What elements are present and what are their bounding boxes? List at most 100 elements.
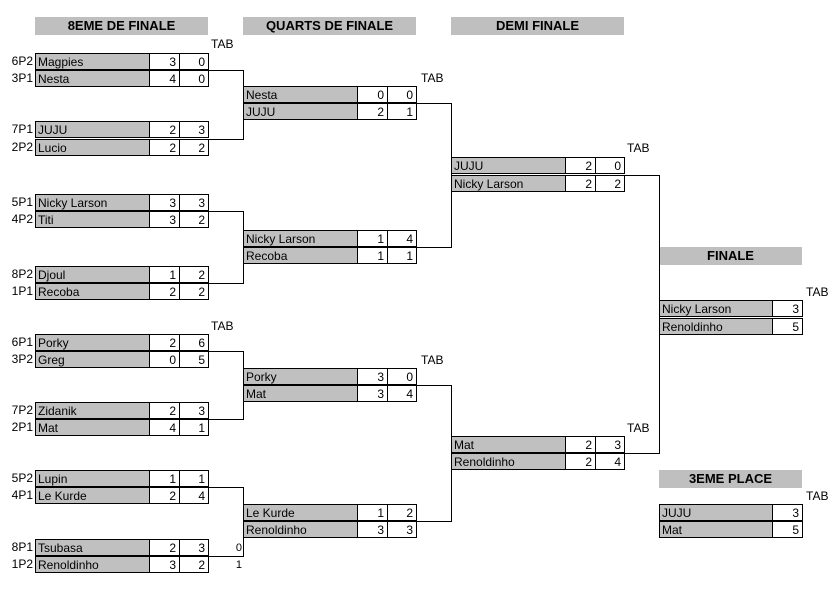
tab-score-cell: 2	[387, 504, 417, 521]
score-cell: 3	[149, 194, 180, 211]
score-cell: 2	[149, 487, 180, 504]
tab-score-cell: 0	[387, 368, 417, 385]
tab-label: TAB	[421, 71, 444, 85]
team-name: Titi	[35, 211, 150, 228]
tab-score-cell: 3	[179, 194, 209, 211]
team-name: JUJU	[451, 157, 566, 174]
score-cell: 1	[149, 266, 180, 283]
header-quarter-finals: QUARTS DE FINALE	[243, 17, 416, 35]
team-name: Recoba	[35, 283, 150, 300]
tab-score-cell: 3	[595, 436, 625, 453]
tab-score-cell: 2	[179, 556, 209, 573]
score-cell: 2	[149, 334, 180, 351]
tab-score-cell: 4	[387, 385, 417, 402]
seed-label: 1P1	[11, 284, 33, 298]
tab-label: TAB	[211, 319, 234, 333]
team-name: Le Kurde	[35, 487, 150, 504]
score-cell: 1	[357, 504, 388, 521]
tab-score-cell: 2	[595, 175, 625, 192]
team-name: Renoldinho	[451, 453, 566, 470]
tab-score-cell: 5	[179, 351, 209, 368]
tab-label: TAB	[211, 37, 234, 51]
header-third-place: 3EME PLACE	[659, 470, 802, 488]
team-name: Mat	[35, 419, 150, 436]
header-semi-finals: DEMI FINALE	[451, 17, 624, 35]
tab-score-cell: 1	[387, 103, 417, 120]
seed-label: 8P2	[11, 267, 33, 281]
tab-label: TAB	[806, 489, 829, 503]
seed-label: 4P2	[11, 212, 33, 226]
header-final: FINALE	[659, 247, 802, 265]
team-name: Porky	[35, 334, 150, 351]
tab-label: TAB	[806, 285, 829, 299]
score-cell: 3	[149, 211, 180, 228]
score-cell: 3	[149, 53, 180, 70]
tab-score-cell: 4	[179, 487, 209, 504]
score-cell: 3	[357, 368, 388, 385]
tab-score-cell: 4	[387, 230, 417, 247]
score-cell: 2	[149, 283, 180, 300]
seed-label: 6P1	[11, 335, 33, 349]
score-cell: 2	[149, 139, 180, 156]
tab-label: TAB	[627, 421, 650, 435]
team-name: Porky	[243, 368, 358, 385]
score-cell: 2	[357, 103, 388, 120]
tab-label: TAB	[627, 141, 650, 155]
seed-label: 2P2	[11, 140, 33, 154]
extra-tab-value: 0	[235, 542, 242, 554]
score-cell: 4	[149, 419, 180, 436]
tab-score-cell: 0	[179, 70, 209, 87]
team-name: JUJU	[659, 504, 773, 521]
team-name: Renoldinho	[243, 521, 358, 538]
team-name: JUJU	[243, 103, 358, 120]
team-name: Zidanik	[35, 402, 150, 419]
score-cell: 2	[565, 157, 596, 174]
tab-score-cell: 3	[179, 539, 209, 556]
tab-score-cell: 2	[179, 266, 209, 283]
team-name: Lupin	[35, 470, 150, 487]
team-name: Renoldinho	[35, 556, 150, 573]
tab-score-cell: 3	[387, 521, 417, 538]
team-name: Mat	[451, 436, 566, 453]
score-cell: 5	[772, 318, 803, 335]
team-name: Tsubasa	[35, 539, 150, 556]
tab-score-cell: 2	[179, 139, 209, 156]
score-cell: 3	[149, 556, 180, 573]
tab-score-cell: 1	[179, 470, 209, 487]
tab-score-cell: 3	[179, 121, 209, 138]
score-cell: 1	[357, 247, 388, 264]
tab-score-cell: 6	[179, 334, 209, 351]
tab-score-cell: 2	[179, 283, 209, 300]
team-name: Nicky Larson	[451, 175, 566, 192]
team-name: Djoul	[35, 266, 150, 283]
tab-score-cell: 2	[179, 211, 209, 228]
team-name: Recoba	[243, 247, 358, 264]
seed-label: 4P1	[11, 488, 33, 502]
seed-label: 3P1	[11, 71, 33, 85]
team-name: JUJU	[35, 121, 150, 138]
seed-label: 2P1	[11, 420, 33, 434]
tab-label: TAB	[421, 353, 444, 367]
team-name: Mat	[659, 521, 773, 538]
team-name: Magpies	[35, 53, 150, 70]
score-cell: 0	[149, 351, 180, 368]
score-cell: 2	[565, 436, 596, 453]
tab-score-cell: 4	[595, 453, 625, 470]
seed-label: 5P1	[11, 195, 33, 209]
team-name: Le Kurde	[243, 504, 358, 521]
seed-label: 1P2	[11, 557, 33, 571]
score-cell: 5	[772, 521, 803, 538]
score-cell: 1	[357, 230, 388, 247]
score-cell: 2	[565, 453, 596, 470]
score-cell: 2	[149, 539, 180, 556]
seed-label: 8P1	[11, 540, 33, 554]
team-name: Nicky Larson	[659, 300, 773, 317]
tab-score-cell: 0	[387, 86, 417, 103]
seed-label: 7P1	[11, 122, 33, 136]
tab-score-cell: 0	[179, 53, 209, 70]
score-cell: 3	[357, 385, 388, 402]
team-name: Lucio	[35, 139, 150, 156]
header-round-of-16: 8EME DE FINALE	[35, 17, 208, 35]
tab-score-cell: 1	[387, 247, 417, 264]
team-name: Nesta	[243, 86, 358, 103]
